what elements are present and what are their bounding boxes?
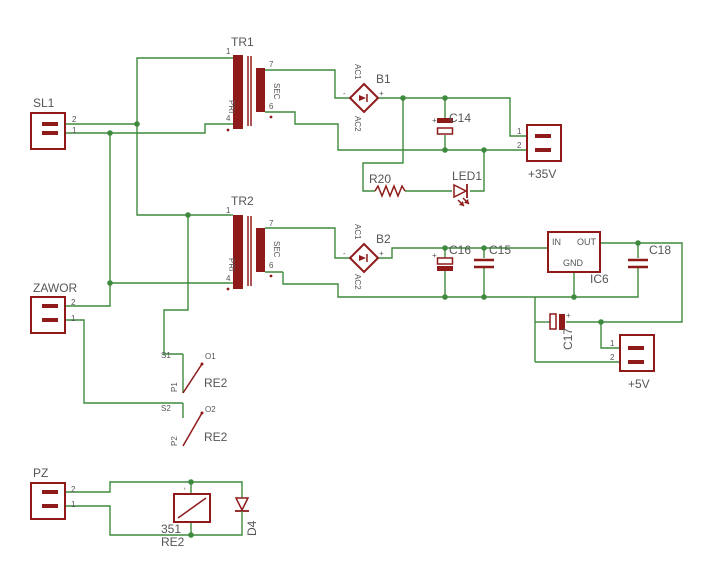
- led1-label: LED1: [452, 169, 482, 183]
- relay-contact-p2: S2 O2 RE2 P2: [161, 403, 228, 447]
- sl1-pin1: 1: [72, 126, 77, 135]
- s2-label: S2: [161, 404, 171, 413]
- tr1-pin4: 4: [226, 114, 231, 123]
- b1-minus: -: [343, 89, 346, 98]
- c18-label: C18: [649, 243, 671, 257]
- coil-351-label: 351: [161, 522, 181, 536]
- sl1-label: SL1: [33, 96, 55, 110]
- tr2-pin7: 7: [269, 219, 274, 228]
- sl1-pin2: 2: [72, 115, 77, 124]
- tr2-pri-label: PRI: [227, 258, 236, 271]
- resistor-r20: R20: [369, 172, 406, 199]
- connector-35v: 1 2 +35V: [517, 124, 562, 181]
- re2-coil-label: RE2: [161, 535, 185, 549]
- v35-label: +35V: [528, 167, 556, 181]
- capacitor-c17: + C17: [549, 311, 575, 350]
- b2-ac1: AC1: [353, 224, 362, 240]
- o2-label: O2: [205, 405, 216, 414]
- tr1-label: TR1: [231, 35, 254, 49]
- v5-label: +5V: [628, 377, 650, 391]
- relay-coil-re2: - 351 RE2: [161, 487, 211, 549]
- v35-pin1: 1: [517, 127, 522, 136]
- capacitor-c18: C18: [628, 243, 671, 269]
- v35-pin2: 2: [517, 141, 522, 150]
- re2-contact2-label: RE2: [204, 430, 228, 444]
- c14-plus: +: [432, 116, 437, 125]
- tr1-sec-label: SEC: [272, 83, 281, 100]
- tr1-pri-label: PRI: [227, 100, 236, 113]
- connector-sl1: SL1 2 1: [30, 96, 77, 150]
- p1-label: P1: [170, 382, 179, 392]
- transformer-tr2: TR2 1 4 7 6 PRI SEC: [226, 194, 283, 291]
- o1-label: O1: [205, 352, 216, 361]
- ic6-in: IN: [552, 237, 561, 247]
- bridge-b2: B2 - + AC1 AC2: [343, 224, 391, 290]
- b1-plus: +: [379, 89, 384, 98]
- c17-plus: +: [566, 311, 571, 320]
- d4-label: D4: [245, 520, 259, 536]
- wires: [65, 57, 683, 536]
- tr1-pin6: 6: [269, 102, 274, 111]
- pz-label: PZ: [33, 466, 48, 480]
- c17-label: C17: [561, 328, 575, 350]
- tr1-pin1: 1: [226, 47, 231, 56]
- led-led1: LED1: [452, 169, 482, 207]
- re2-contact1-label: RE2: [204, 376, 228, 390]
- c15-label: C15: [489, 243, 511, 257]
- b2-plus: +: [379, 249, 384, 258]
- connector-5v: 1 2 +5V: [610, 334, 655, 391]
- relay-contact-p1: S1 O1 RE2 P1: [161, 351, 228, 394]
- b2-minus: -: [343, 249, 346, 258]
- v5-pin1: 1: [610, 339, 615, 348]
- tr2-sec-label: SEC: [272, 241, 281, 258]
- b1-ac2: AC2: [353, 116, 362, 132]
- c16-label: C16: [449, 243, 471, 257]
- v5-pin2: 2: [610, 353, 615, 362]
- s1-label: S1: [161, 351, 171, 360]
- p2-label: P2: [170, 436, 179, 446]
- pz-pin2: 2: [71, 485, 76, 494]
- tr2-pin1: 1: [226, 206, 231, 215]
- tr2-pin4: 4: [226, 274, 231, 283]
- ic6-label: IC6: [590, 272, 609, 286]
- connector-zawor: ZAWOR 2 1: [30, 281, 78, 334]
- zawor-label: ZAWOR: [33, 281, 78, 295]
- coil-pin-label: -: [180, 487, 189, 490]
- capacitor-c14: + C14: [432, 111, 471, 135]
- b1-label: B1: [376, 72, 391, 86]
- c14-label: C14: [449, 111, 471, 125]
- tr1-pin7: 7: [269, 60, 274, 69]
- tr2-label: TR2: [231, 194, 254, 208]
- tr2-pin6: 6: [269, 261, 274, 270]
- ic6-out: OUT: [577, 237, 597, 247]
- ic6-gnd: GND: [563, 258, 584, 268]
- b2-ac2: AC2: [353, 274, 362, 290]
- transformer-tr1: TR1 1 4 7 6 PRI SEC: [226, 35, 283, 132]
- connector-pz: PZ 2 1: [30, 466, 76, 520]
- pz-pin1: 1: [71, 500, 76, 509]
- r20-label: R20: [369, 172, 391, 186]
- zawor-pin2: 2: [71, 298, 76, 307]
- b1-ac1: AC1: [353, 64, 362, 80]
- capacitor-c16: + C16: [432, 243, 471, 271]
- capacitor-c15: C15: [474, 243, 511, 269]
- zawor-pin1: 1: [71, 314, 76, 323]
- junctions: [107, 95, 641, 538]
- bridge-b1: B1 - + AC1 AC2: [343, 64, 391, 132]
- c16-plus: +: [432, 251, 437, 260]
- regulator-ic6: IN OUT GND IC6: [547, 231, 609, 286]
- b2-label: B2: [376, 232, 391, 246]
- diode-d4: D4: [234, 497, 259, 536]
